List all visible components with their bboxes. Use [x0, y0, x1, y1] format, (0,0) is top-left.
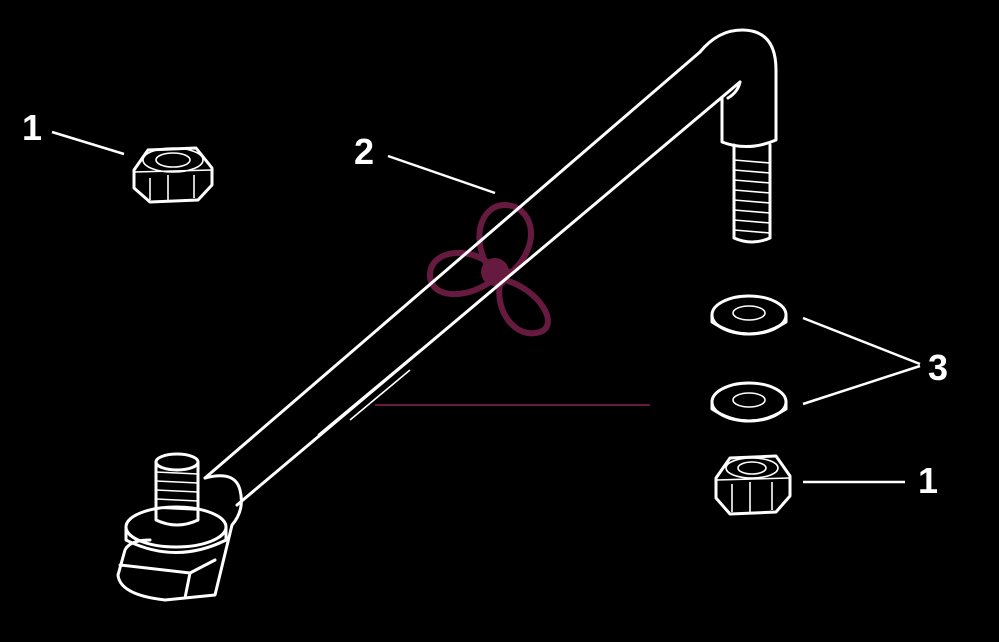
callout-number: 3 — [928, 347, 948, 388]
propeller-logo-icon — [375, 201, 650, 406]
rod-end-stud-icon — [124, 452, 228, 554]
lock-nut-icon — [714, 454, 792, 516]
callout-number: 1 — [22, 107, 42, 148]
lock-nut-icon — [132, 146, 214, 204]
callout-2: 2 — [354, 131, 496, 195]
flat-washer-icon — [710, 381, 788, 423]
link-rod-icon — [116, 28, 778, 602]
callout-number: 2 — [354, 131, 374, 172]
callout-1-top-left: 1 — [22, 107, 125, 156]
callout-3: 3 — [802, 316, 948, 406]
callout-1-bottom-right: 1 — [803, 460, 938, 501]
callout-number: 1 — [918, 460, 938, 501]
flat-washer-icon — [710, 294, 788, 336]
